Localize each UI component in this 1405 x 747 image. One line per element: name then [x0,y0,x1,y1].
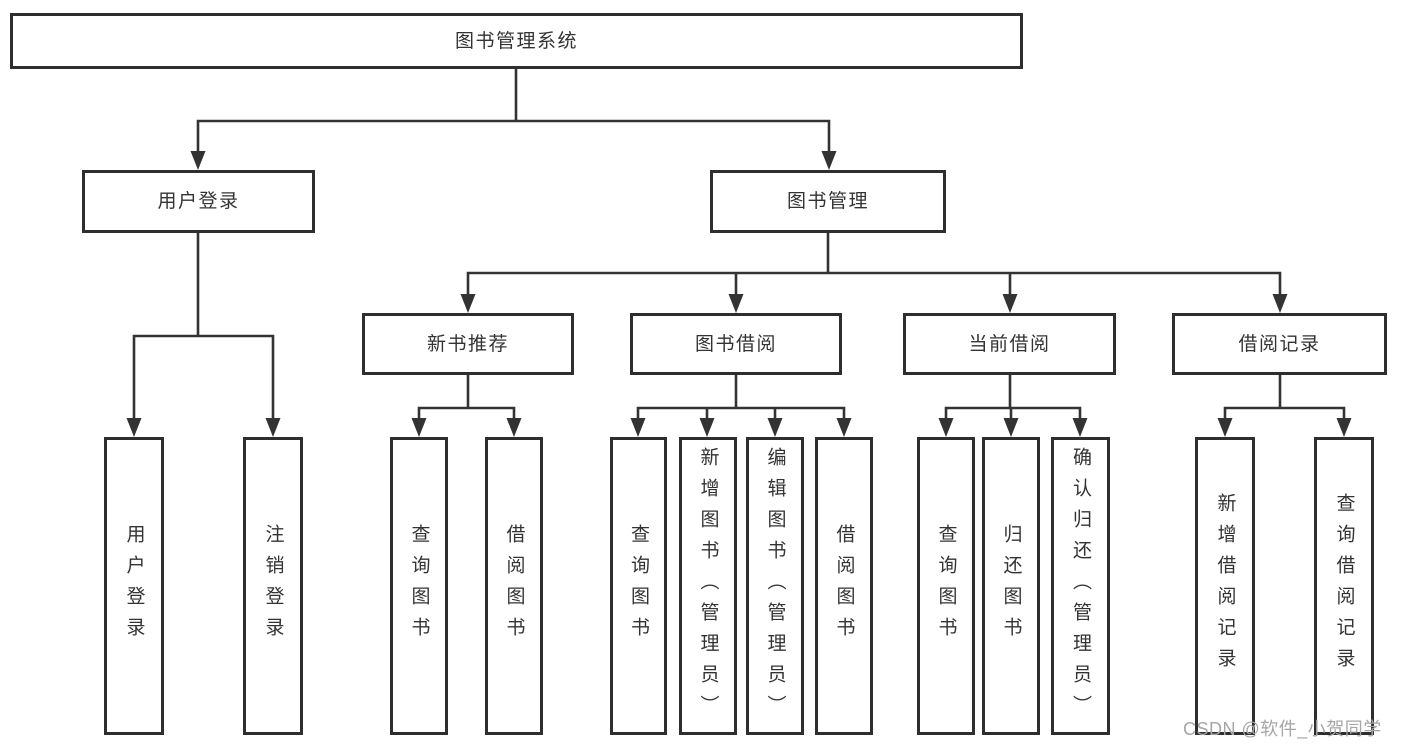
arrowhead-icon [630,418,646,437]
leaf-user-login: 用户登录 [104,437,164,735]
leaf-borrow-books: 借阅图书 [815,437,873,735]
arrowhead-icon [506,418,522,437]
node-current-borrow: 当前借阅 [903,313,1116,375]
arrowhead-icon [1217,418,1233,437]
branch-user-login [126,233,281,437]
arrowhead-icon [265,418,281,437]
watermark: CSDN @软件_小贺同学 [1183,719,1382,739]
leaf-query-books-current: 查询图书 [917,437,975,735]
arrowhead-icon [1072,418,1088,437]
leaf-confirm-return-admin: 确认归还（管理员） [1051,437,1110,735]
leaf-return-book: 归还图书 [982,437,1040,735]
leaf-query-borrow-record: 查询借阅记录 [1314,437,1374,735]
arrowhead-icon [1336,418,1352,437]
node-borrow-records: 借阅记录 [1172,313,1387,375]
node-book-borrow: 图书借阅 [630,313,842,375]
arrowhead-icon [821,151,837,170]
arrowhead-icon [460,294,476,313]
connector-line [132,334,275,419]
arrowhead-icon [836,418,852,437]
leaf-add-book-admin: 新增图书（管理员） [679,437,737,735]
arrowhead-icon [1002,294,1018,313]
leaf-edit-book-admin: 编辑图书（管理员） [746,437,804,735]
leaf-borrow-books-recommend: 借阅图书 [485,437,543,735]
connector-line [466,271,1282,295]
arrowhead-icon [728,294,744,313]
connector-line [944,406,1082,419]
node-book-management: 图书管理 [710,170,946,233]
branch-current-borrow [938,375,1088,437]
branch-book-borrow [630,375,852,437]
arrowhead-icon [1003,418,1019,437]
branch-root [190,69,837,170]
branch-new-book-recommend [411,375,522,437]
leaf-add-borrow-record: 新增借阅记录 [1195,437,1255,735]
leaf-query-books-recommend: 查询图书 [390,437,448,735]
arrowhead-icon [1272,294,1288,313]
leaf-query-books-borrow: 查询图书 [610,437,667,735]
arrowhead-icon [126,418,142,437]
arrowhead-icon [699,418,715,437]
arrowhead-icon [938,418,954,437]
connector-line [1223,406,1346,419]
node-new-book-recommend: 新书推荐 [362,313,574,375]
branch-borrow-records [1217,375,1352,437]
arrowhead-icon [411,418,427,437]
node-user-login: 用户登录 [82,170,315,233]
arrowhead-icon [767,418,783,437]
branch-book-management [460,233,1288,313]
connector-line [196,119,831,151]
arrowhead-icon [190,151,206,170]
node-root: 图书管理系统 [10,13,1023,69]
leaf-logout-login: 注销登录 [243,437,303,735]
connector-line [636,406,846,419]
connector-line [417,406,516,419]
